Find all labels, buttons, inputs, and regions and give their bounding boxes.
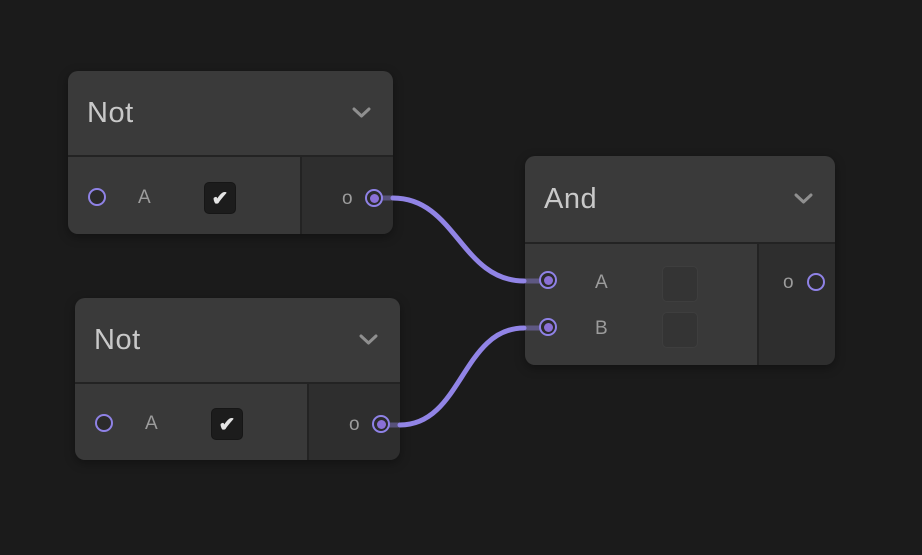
input-label: A	[145, 413, 158, 434]
output-port-o[interactable]	[807, 273, 825, 291]
checkbox-b-disabled	[662, 312, 698, 348]
node-header[interactable]: And	[525, 156, 835, 244]
node-header[interactable]: Not	[68, 71, 393, 157]
edge-not-top-to-and-a[interactable]	[390, 195, 527, 284]
node-title: And	[544, 182, 598, 215]
node-input-section	[75, 384, 307, 460]
node-input-section	[68, 157, 300, 234]
chevron-down-icon[interactable]	[352, 107, 371, 119]
node-not-top[interactable]: Not A ✔ o	[68, 71, 393, 234]
checkbox-a-checked[interactable]: ✔	[211, 408, 243, 440]
output-label: o	[349, 414, 360, 435]
input-label: A	[138, 187, 151, 208]
input-port-a[interactable]	[95, 414, 113, 432]
node-not-bottom[interactable]: Not A ✔ o	[75, 298, 400, 460]
input-port-b[interactable]	[539, 318, 557, 336]
output-port-o[interactable]	[365, 189, 383, 207]
node-title: Not	[87, 96, 134, 129]
output-label: o	[342, 188, 353, 209]
node-input-section	[525, 244, 757, 365]
chevron-down-icon[interactable]	[359, 334, 378, 346]
node-header[interactable]: Not	[75, 298, 400, 384]
chevron-down-icon[interactable]	[794, 193, 813, 205]
input-port-a[interactable]	[88, 188, 106, 206]
node-output-section	[757, 244, 835, 365]
node-title: Not	[94, 323, 141, 356]
check-icon: ✔	[211, 187, 229, 210]
output-label: o	[783, 272, 794, 293]
input-label: B	[595, 318, 608, 339]
output-port-o[interactable]	[372, 415, 390, 433]
input-label: A	[595, 272, 608, 293]
check-icon: ✔	[218, 413, 236, 436]
edge-not-bottom-to-and-b[interactable]	[397, 325, 527, 428]
checkbox-a-disabled	[662, 266, 698, 302]
checkbox-a-checked[interactable]: ✔	[204, 182, 236, 214]
node-and[interactable]: And A B o	[525, 156, 835, 365]
input-port-a[interactable]	[539, 271, 557, 289]
